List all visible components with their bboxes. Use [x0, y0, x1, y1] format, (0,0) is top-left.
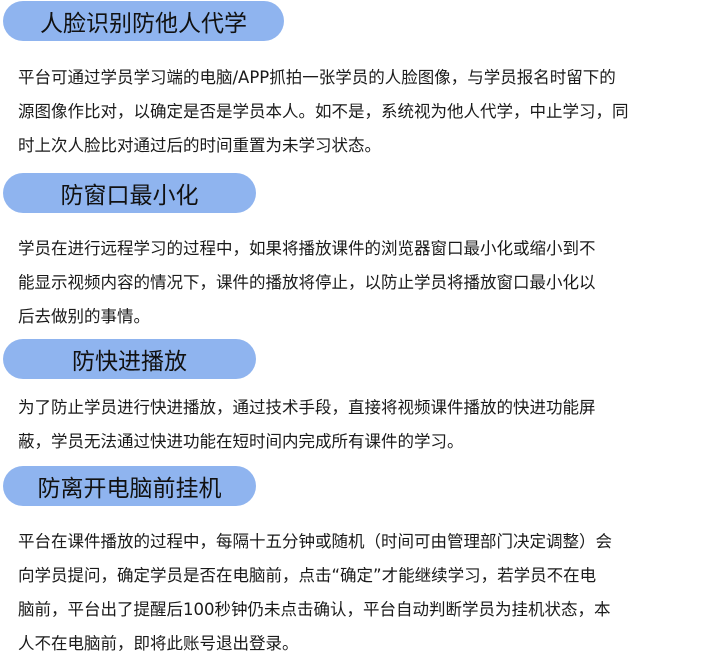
- body-line: 蔽，学员无法通过快进功能在短时间内完成所有课件的学习。: [18, 432, 464, 451]
- body-line: 为了防止学员进行快进播放，通过技术手段，直接将视频课件播放的快进功能屏: [18, 398, 596, 417]
- section-body-fast-forward: 为了防止学员进行快进播放，通过技术手段，直接将视频课件播放的快进功能屏 蔽，学员…: [18, 391, 596, 459]
- body-line: 能显示视频内容的情况下，课件的播放将停止，以防止学员将播放窗口最小化以: [18, 273, 596, 292]
- section-title-text: 人脸识别防他人代学: [40, 11, 247, 37]
- section-body-window-minimize: 学员在进行远程学习的过程中，如果将播放课件的浏览器窗口最小化或缩小到不 能显示视…: [18, 232, 596, 334]
- section-title-text: 防快进播放: [72, 349, 187, 375]
- section-title-face-recognition: 人脸识别防他人代学: [3, 1, 284, 41]
- body-line: 后去做别的事情。: [18, 307, 150, 326]
- body-line: 学员在进行远程学习的过程中，如果将播放课件的浏览器窗口最小化或缩小到不: [18, 239, 596, 258]
- section-title-fast-forward: 防快进播放: [3, 339, 256, 379]
- body-line: 平台可通过学员学习端的电脑/APP抓拍一张学员的人脸图像，与学员报名时留下的: [18, 68, 616, 87]
- body-line: 人不在电脑前，即将此账号退出登录。: [18, 634, 299, 653]
- section-title-afk-detection: 防离开电脑前挂机: [3, 466, 256, 506]
- body-line: 源图像作比对，以确定是否是学员本人。如不是，系统视为他人代学，中止学习，同: [18, 102, 629, 121]
- section-title-text: 防窗口最小化: [60, 183, 199, 209]
- section-body-afk-detection: 平台在课件播放的过程中，每隔十五分钟或随机（时间可由管理部门决定调整）会 向学员…: [18, 525, 612, 661]
- section-title-window-minimize: 防窗口最小化: [3, 173, 256, 213]
- body-line: 向学员提问，确定学员是否在电脑前，点击“确定”才能继续学习，若学员不在电: [18, 566, 597, 585]
- body-line: 平台在课件播放的过程中，每隔十五分钟或随机（时间可由管理部门决定调整）会: [18, 532, 612, 551]
- section-title-text: 防离开电脑前挂机: [37, 476, 222, 502]
- body-line: 时上次人脸比对通过后的时间重置为未学习状态。: [18, 136, 381, 155]
- section-body-face-recognition: 平台可通过学员学习端的电脑/APP抓拍一张学员的人脸图像，与学员报名时留下的 源…: [18, 61, 629, 163]
- body-line: 脑前，平台出了提醒后100秒钟仍未点击确认，平台自动判断学员为挂机状态，本: [18, 600, 611, 619]
